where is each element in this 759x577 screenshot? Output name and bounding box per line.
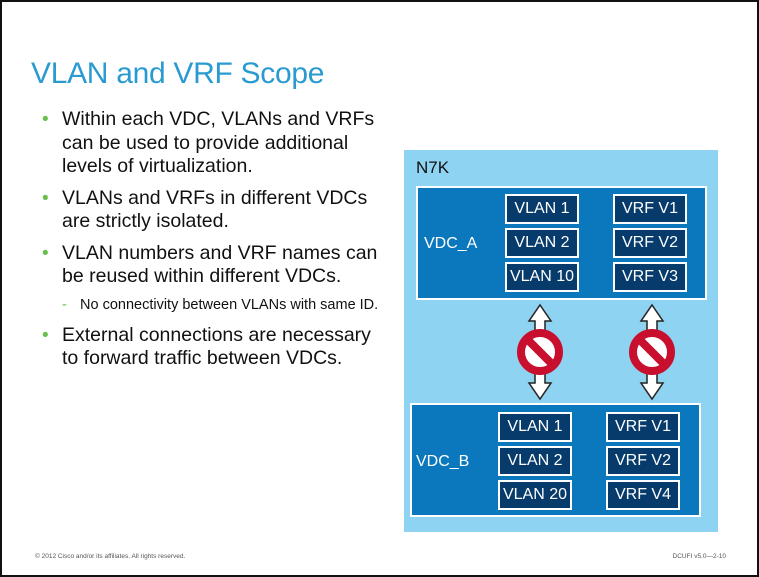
sub-bullet-dash-icon: - <box>62 296 67 313</box>
bullet-dot-icon: • <box>42 109 49 130</box>
vrf-isolation-symbol <box>629 303 675 401</box>
vdc-b-vlan: VLAN 1 <box>498 412 572 442</box>
no-entry-icon <box>629 329 675 375</box>
chassis-label: N7K <box>416 158 450 177</box>
bullet-text: VLANs and VRFs in different VDCs are str… <box>62 186 368 233</box>
vdc-b-vlan: VLAN 2 <box>498 446 572 476</box>
vdc-a-vlan: VLAN 2 <box>505 228 579 258</box>
vlan-isolation-symbol <box>517 303 563 401</box>
vdc-a-vlan: VLAN 1 <box>505 194 579 224</box>
vdc-a-vrf: VRF V3 <box>613 262 687 292</box>
sub-bullet-item: -No connectivity between VLANs with same… <box>42 295 382 316</box>
no-entry-icon <box>517 329 563 375</box>
bullet-dot-icon: • <box>42 324 49 346</box>
vdc-a-vrf: VRF V2 <box>613 228 687 258</box>
vdc-a-vrf: VRF V1 <box>613 194 687 224</box>
bullet-dot-icon: • <box>42 242 49 264</box>
vdc-b-vrf: VRF V4 <box>606 480 680 510</box>
bullet-item: • VLANs and VRFs in different VDCs are st… <box>42 187 382 234</box>
vdc-b-label: VDC_B <box>416 453 470 470</box>
bullet-text: External connections are necessary to fo… <box>62 323 371 370</box>
vdc-a-vlan: VLAN 10 <box>505 262 579 292</box>
slide-title: VLAN and VRF Scope <box>31 57 325 90</box>
bullet-list: • Within each VDC, VLANs and VRFs can be … <box>42 108 382 379</box>
bullet-text: Within each VDC, VLANs and VRFs can be u… <box>62 108 375 177</box>
bullet-text: VLAN numbers and VRF names can be reused… <box>62 241 378 288</box>
vdc-b-vrf: VRF V2 <box>606 446 680 476</box>
vdc-b-vrf: VRF V1 <box>606 412 680 442</box>
bullet-dot-icon: • <box>42 187 49 209</box>
bullet-item: • VLAN numbers and VRF names can be reuse… <box>42 242 382 289</box>
bullet-item: • External connections are necessary to f… <box>42 324 382 371</box>
vdc-a-label: VDC_A <box>424 235 478 252</box>
vdc-b-vlan: VLAN 20 <box>498 480 572 510</box>
sub-bullet-text: No connectivity between VLANs with same … <box>80 296 379 313</box>
bullet-item: • Within each VDC, VLANs and VRFs can be … <box>42 108 382 179</box>
footer-copyright: © 2012 Cisco and/or its affiliates. All … <box>35 553 186 560</box>
footer-course-code: DCUFI v5.0—2-10 <box>672 553 726 560</box>
